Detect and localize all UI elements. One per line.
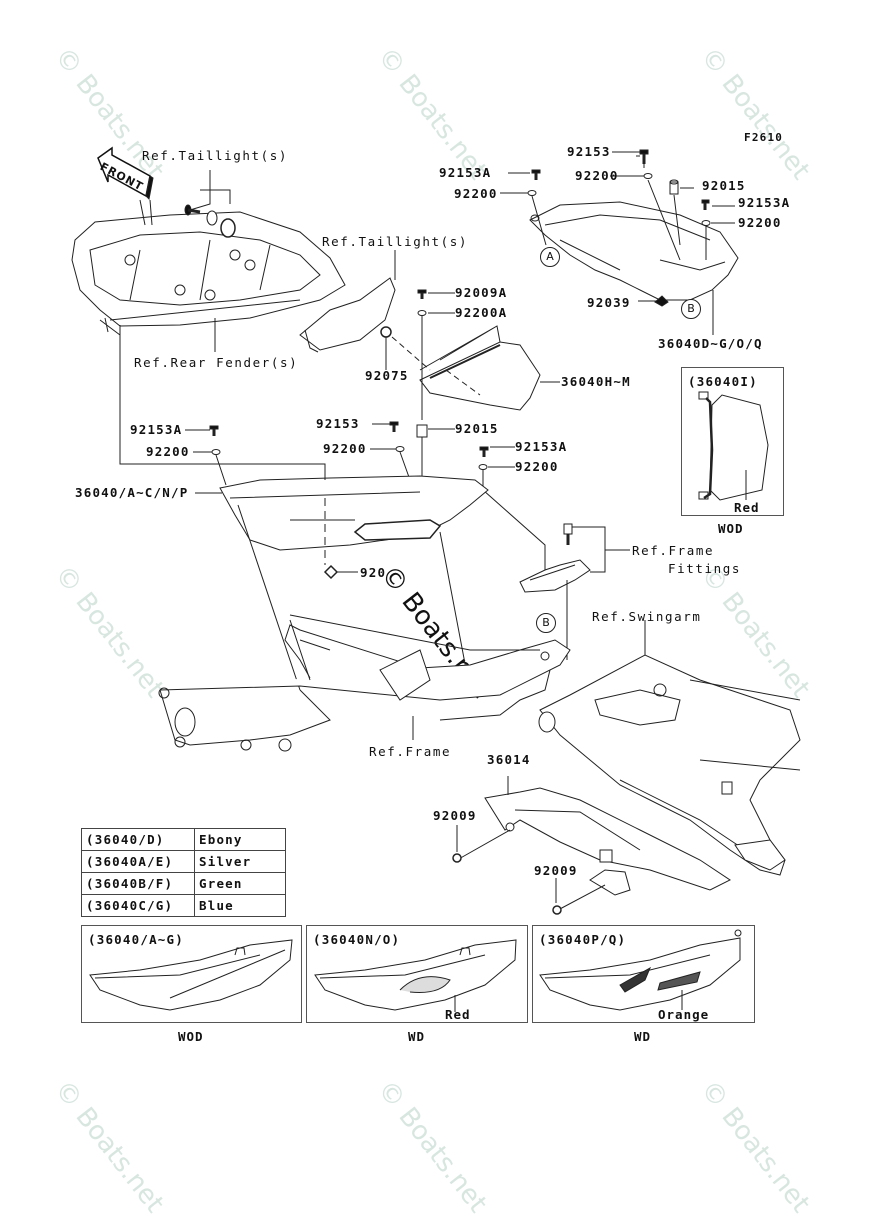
table-cell-color: Ebony xyxy=(194,828,286,851)
part-92009-right[interactable]: 92009 xyxy=(534,863,578,878)
variant-caption: (36040P/Q) xyxy=(539,932,627,947)
part-92153-top[interactable]: 92153 xyxy=(567,144,611,159)
variant-color-note: Red xyxy=(445,1007,471,1022)
ref-frame-fittings-line2: Fittings xyxy=(668,561,742,576)
callout-b-lower: B xyxy=(536,613,556,633)
part-92009-left[interactable]: 92009 xyxy=(433,808,477,823)
side-cover-main-drawing xyxy=(128,463,489,691)
callout-a: A xyxy=(540,247,560,267)
part-92153A-top-right[interactable]: 92153A xyxy=(738,195,791,210)
variant-caption: (36040/A~G) xyxy=(88,932,184,947)
table-row: (36040A/E) Silver xyxy=(81,850,286,873)
inset-color-note: Red xyxy=(734,500,760,515)
ref-taillight-mid: Ref.Taillight(s) xyxy=(322,234,469,249)
variant-caption: (36040N/O) xyxy=(313,932,401,947)
inset-36040I: (36040I) Red xyxy=(681,367,784,516)
chain-guard-drawing xyxy=(452,776,731,915)
table-row: (36040B/F) Green xyxy=(81,872,286,895)
seat-cover-middle-drawing xyxy=(391,289,560,480)
ref-frame: Ref.Frame xyxy=(369,744,452,759)
parts-diagram: © Boats.net © Boats.net © Boats.net © Bo… xyxy=(48,42,815,1218)
table-cell-color: Blue xyxy=(194,894,286,917)
table-cell-color: Silver xyxy=(194,850,286,873)
part-36040H-M[interactable]: 36040H~M xyxy=(561,374,631,389)
frame-fittings-drawing xyxy=(519,523,630,660)
figure-code: F2610 xyxy=(744,131,784,144)
variant-panel-2: (36040N/O) Red xyxy=(306,925,528,1023)
table-row: (36040/D) Ebony xyxy=(81,828,286,851)
seat-cowl-upper-drawing xyxy=(500,149,739,335)
part-36014[interactable]: 36014 xyxy=(487,752,531,767)
part-92015-mid[interactable]: 92015 xyxy=(455,421,499,436)
part-92200-mid[interactable]: 92200 xyxy=(323,441,367,456)
variant-panel-1: (36040/A~G) xyxy=(81,925,302,1023)
part-92075[interactable]: 92075 xyxy=(365,368,409,383)
part-92153A-left[interactable]: 92153A xyxy=(130,422,183,437)
inset-36040I-drawing xyxy=(698,391,769,501)
taillight-drawing xyxy=(299,250,396,370)
table-row: (36040C/G) Blue xyxy=(81,894,286,917)
variant-label: WD xyxy=(408,1029,426,1044)
variant-label: WOD xyxy=(178,1029,204,1044)
color-table: (36040/D) Ebony (36040A/E) Silver (36040… xyxy=(81,828,286,917)
ref-taillight-top: Ref.Taillight(s) xyxy=(142,148,289,163)
part-92200-top-mid[interactable]: 92200 xyxy=(575,168,619,183)
variant-panel-3: (36040P/Q) Orange xyxy=(532,925,755,1023)
variant-panel-drawing-2 xyxy=(314,939,517,1012)
part-92200-top-left[interactable]: 92200 xyxy=(454,186,498,201)
part-92200-right[interactable]: 92200 xyxy=(515,459,559,474)
variant-label: WD xyxy=(634,1029,652,1044)
part-36040D-G-O-Q[interactable]: 36040D~G/O/Q xyxy=(658,336,763,351)
swingarm-drawing xyxy=(538,620,801,876)
table-cell-part: (36040C/G) xyxy=(81,894,195,917)
part-92153-mid[interactable]: 92153 xyxy=(316,416,360,431)
frame-drawing xyxy=(158,614,571,752)
front-arrow-icon xyxy=(97,146,154,201)
table-cell-part: (36040B/F) xyxy=(81,872,195,895)
part-36040-A-C-N-P[interactable]: 36040/A~C/N/P xyxy=(75,485,189,500)
ref-rear-fender: Ref.Rear Fender(s) xyxy=(134,355,299,370)
rear-fender-drawing xyxy=(71,199,346,336)
part-92015-top[interactable]: 92015 xyxy=(702,178,746,193)
inset-variant: WOD xyxy=(718,521,744,536)
ref-swingarm: Ref.Swingarm xyxy=(592,609,702,624)
fasteners-left xyxy=(185,421,546,580)
callout-b-upper: B xyxy=(681,299,701,319)
part-92153A-top[interactable]: 92153A xyxy=(439,165,492,180)
table-cell-part: (36040A/E) xyxy=(81,850,195,873)
part-92153A-right[interactable]: 92153A xyxy=(515,439,568,454)
part-92039[interactable]: 92039 xyxy=(587,295,631,310)
inset-caption: (36040I) xyxy=(688,374,758,389)
variant-panel-drawing-3 xyxy=(539,929,742,1011)
part-92009A[interactable]: 92009A xyxy=(455,285,508,300)
table-cell-part: (36040/D) xyxy=(81,828,195,851)
variant-color-note: Orange xyxy=(658,1007,710,1022)
part-92200-left[interactable]: 92200 xyxy=(146,444,190,459)
part-92200-top-right[interactable]: 92200 xyxy=(738,215,782,230)
taillight-fasteners xyxy=(184,170,236,238)
part-92200A[interactable]: 92200A xyxy=(455,305,508,320)
diagram-line-art xyxy=(71,146,801,1012)
variant-panel-drawing-1 xyxy=(89,939,293,1011)
table-cell-color: Green xyxy=(194,872,286,895)
part-92039-lower[interactable]: 920 xyxy=(360,565,387,580)
ref-frame-fittings: Ref.Frame xyxy=(632,543,715,558)
